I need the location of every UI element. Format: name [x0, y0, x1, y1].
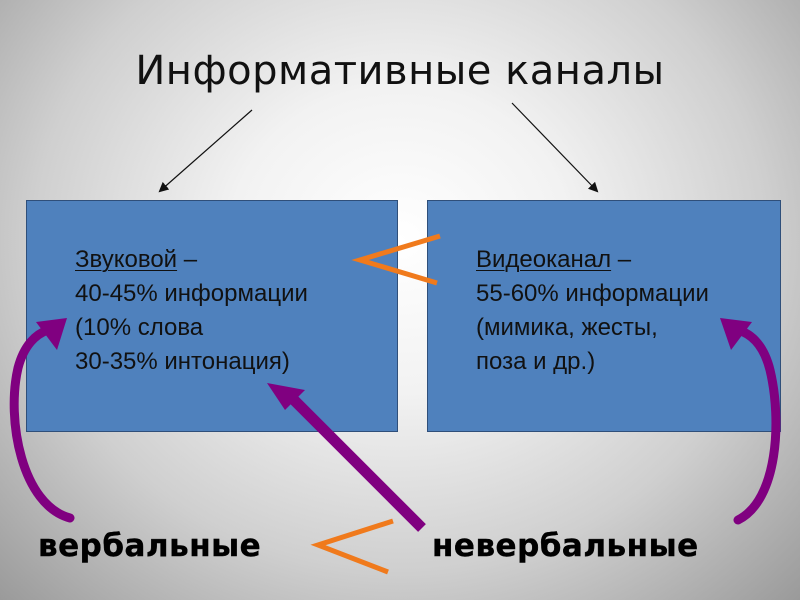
video-channel-box: Видеоканал – 55-60% информации (мимика, … [427, 200, 781, 432]
verbal-curved-arrow [9, 318, 75, 523]
less-than-sign-bottom [310, 518, 394, 575]
sound-channel-heading: Звуковой [75, 246, 178, 273]
nonverbal-label: невербальные [432, 528, 699, 564]
sound-channel-heading-dash: – [177, 246, 198, 273]
sound-channel-line-3: 30-35% интонация) [75, 348, 290, 375]
video-channel-heading-dash: – [611, 246, 632, 273]
video-channel-heading: Видеоканал [476, 246, 612, 273]
less-than-sign-top [351, 233, 441, 286]
nonverbal-to-intonation-arrow [267, 383, 426, 532]
nonverbal-curved-arrow [720, 318, 781, 525]
sound-channel-line-1: 40-45% информации [75, 280, 308, 307]
title-to-right-arrow [511, 102, 599, 193]
video-channel-line-3: поза и др.) [476, 348, 596, 375]
sound-channel-box: Звуковой – 40-45% информации (10% слова … [26, 200, 398, 432]
video-channel-line-2: (мимика, жесты, [476, 314, 658, 341]
video-channel-heading-line: Видеоканал – [476, 243, 709, 277]
video-channel-line-1: 55-60% информации [476, 280, 709, 307]
title-to-left-arrow [158, 109, 253, 193]
sound-channel-heading-line: Звуковой – [75, 243, 308, 277]
verbal-label: вербальные [38, 528, 262, 564]
sound-channel-text: Звуковой – 40-45% информации (10% слова … [75, 243, 308, 379]
slide-title: Информативные каналы [135, 48, 665, 94]
video-channel-text: Видеоканал – 55-60% информации (мимика, … [476, 243, 709, 379]
sound-channel-line-2: (10% слова [75, 314, 204, 341]
